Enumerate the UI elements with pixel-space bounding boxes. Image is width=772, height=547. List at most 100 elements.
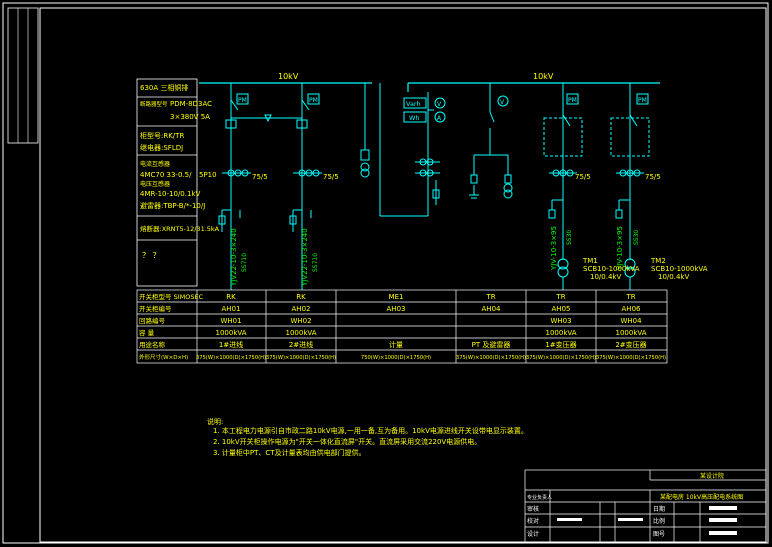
cell: AH06 <box>622 305 642 313</box>
cell: 375(W)×1000(D)×1750(H) <box>526 355 596 361</box>
cable-label-ah05: YJV-10-3×95 <box>550 226 558 271</box>
cell: 2#进线 <box>289 340 313 349</box>
incomer-feeders <box>218 83 322 290</box>
cell: 375(W)×1000(D)×1750(H) <box>196 355 266 361</box>
pt-panel <box>469 83 513 199</box>
relay-spec: 继电器:SFLDJ <box>140 143 183 152</box>
ammeter-icon: A <box>437 115 442 122</box>
notes-title: 说明: <box>207 417 223 426</box>
cell: 750(W)×1000(D)×1750(H) <box>361 355 431 361</box>
tb-review: 审核 <box>527 505 539 513</box>
cell: WH01 <box>220 317 241 325</box>
cell: AH05 <box>552 305 571 313</box>
row-header-type: 开关柜型号 SIMOSEC <box>139 292 204 301</box>
busbar-spec: 630A 三相铜排 <box>140 83 188 92</box>
cell: PT 及避雷器 <box>472 340 511 349</box>
pm-label-ah05: PM <box>568 97 577 104</box>
left-bus-voltage: 10kV <box>278 72 299 81</box>
cell: 计量 <box>389 340 403 349</box>
metering-panel <box>360 83 440 217</box>
varh-meter: Varh <box>406 100 421 108</box>
pm-label-ah02: PM <box>309 97 318 104</box>
breaker-model: PDM-8D3AC <box>170 100 212 108</box>
right-bus-voltage: 10kV <box>533 72 554 81</box>
cell: AH03 <box>387 305 406 313</box>
tb-lead: 专业负责人 <box>527 494 552 501</box>
tm1-name: TM1 <box>582 257 598 265</box>
pm-label-ah01: PM <box>238 97 247 104</box>
row-header-size: 外形尺寸(W×D×H) <box>139 353 188 361</box>
wh-meter: Wh <box>409 114 420 122</box>
table-size-cells: 375(W)×1000(D)×1750(H) 375(W)×1000(D)×17… <box>196 355 666 361</box>
cable-label-ah06: YJV-10-3×95 <box>616 226 624 271</box>
arrester-model: 避雷器:TBP-B/*-10/J <box>140 201 205 210</box>
cell: 375(W)×1000(D)×1750(H) <box>456 355 526 361</box>
table-cells: RK RK ME1 TR TR TR AH01 AH02 AH03 AH04 A… <box>216 293 647 349</box>
tm1-voltage: 10/0.4kV <box>590 273 621 281</box>
tb-check: 校对 <box>527 517 539 525</box>
pt-header: 电压互感器 <box>140 180 170 188</box>
title-block-text: 某设计院 某配电房 10kV高压配电系统图 审核 校对 设计 专业负责人 日期 … <box>527 472 743 538</box>
tm1-rating: SCB10-1000kVA <box>583 265 640 273</box>
tb-design: 设计 <box>527 530 539 538</box>
cell: 1#变压器 <box>545 340 576 349</box>
cell: ME1 <box>389 293 404 301</box>
inner-border <box>39 7 767 543</box>
spec-table <box>136 78 198 287</box>
company-name: 某设计院 <box>700 472 724 480</box>
cell: 375(W)×1000(D)×1750(H) <box>596 355 666 361</box>
project-title: 某配电房 10kV高压配电系统图 <box>660 493 743 501</box>
transformer-feeders <box>548 83 644 290</box>
cell: RK <box>226 293 236 301</box>
pt-model: 4MR-10-10/0.1kV <box>140 190 200 198</box>
cell: AH04 <box>482 305 502 313</box>
ah06-dashed-box <box>610 117 650 157</box>
ct-ratio-ah05: 75/5 <box>575 173 591 181</box>
row-header-name: 用途名称 <box>139 340 166 349</box>
table-row-headers: 开关柜型号 SIMOSEC 开关柜编号 回路编号 容 量 用途名称 外形尺寸(W… <box>139 292 204 361</box>
title-block-fills <box>557 506 737 535</box>
busbars <box>199 82 660 92</box>
cable-label-ah02: YJV22-10-3×240 <box>301 228 309 287</box>
cell: AH01 <box>222 305 241 313</box>
cell: WH02 <box>290 317 311 325</box>
tm2-voltage: 10/0.4kV <box>658 273 689 281</box>
cell: AH02 <box>292 305 311 313</box>
ct-ratio-ah01: 75/5 <box>252 173 268 181</box>
ct-ratio-ah02: 75/5 <box>323 173 339 181</box>
ct-model-b: 5P10 <box>199 171 217 179</box>
ct-model: 4MC70 33-0.5/ <box>140 171 192 179</box>
transformer-labels: TM1 SCB10-1000kVA 10/0.4kV TM2 SCB10-100… <box>582 257 708 281</box>
cable-sublabel-ah05: SS30 <box>566 230 573 245</box>
title-block <box>524 469 767 543</box>
cell: TR <box>555 293 565 301</box>
ct-ratio-ah06: 75/5 <box>645 173 661 181</box>
row-header-circuit: 回路编号 <box>139 316 166 325</box>
cell: 1000kVA <box>286 329 317 337</box>
row-header-number: 开关柜编号 <box>139 304 172 313</box>
tb-drawing-no: 图号 <box>653 531 665 538</box>
note-1: 1. 本工程电力电源引自市政二路10kV电源,一用一备,互为备用。10kV电源进… <box>213 426 528 435</box>
breaker-rating: 3×380V 5A <box>170 113 210 121</box>
pt-voltmeter-icon: V <box>500 99 505 106</box>
notes: 说明: 1. 本工程电力电源引自市政二路10kV电源,一用一备,互为备用。10k… <box>207 417 528 457</box>
cell: 1000kVA <box>546 329 577 337</box>
spec-text: 630A 三相铜排 断路器型号 PDM-8D3AC 3×380V 5A 柜型号:… <box>140 83 220 260</box>
cell: TR <box>485 293 495 301</box>
cell: 1000kVA <box>616 329 647 337</box>
cell: 1000kVA <box>216 329 247 337</box>
breaker-header: 断路器型号 <box>140 100 168 108</box>
tm2-name: TM2 <box>650 257 666 265</box>
pm-label-ah06: PM <box>638 97 647 104</box>
cell: WH03 <box>550 317 571 325</box>
tb-scale: 比例 <box>653 517 665 525</box>
note-3: 3. 计量柜中PT、CT及计量表均由供电部门提供。 <box>213 448 366 457</box>
panel-table-grid <box>136 289 668 364</box>
tb-date: 日期 <box>653 505 665 513</box>
tm2-rating: SCB10-1000kVA <box>651 265 708 273</box>
ah05-dashed-box <box>543 117 583 157</box>
voltmeter-icon: V <box>437 101 442 108</box>
ct-header: 电流互感器 <box>140 160 170 168</box>
